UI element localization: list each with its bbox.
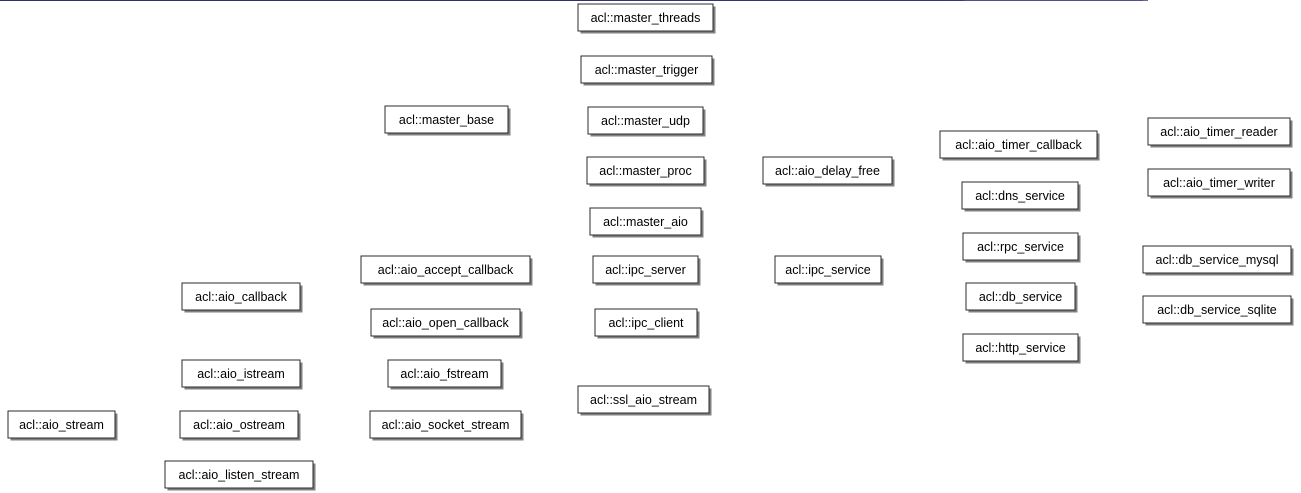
node-label: acl::ipc_service: [785, 263, 870, 277]
node-label: acl::aio_socket_stream: [382, 418, 510, 432]
node-label: acl::aio_open_callback: [382, 316, 509, 330]
node-box[interactable]: [1142, 245, 1292, 274]
node-label: acl::ssl_aio_stream: [590, 393, 697, 407]
node-box[interactable]: [181, 282, 301, 311]
node-box[interactable]: [1147, 117, 1291, 146]
node-box[interactable]: [939, 130, 1098, 159]
class-node-master_base[interactable]: acl::master_base: [384, 105, 511, 136]
node-box[interactable]: [762, 156, 893, 185]
node-label: acl::aio_istream: [197, 367, 285, 381]
class-node-db_service[interactable]: acl::db_service: [965, 282, 1078, 313]
class-node-ipc_server[interactable]: acl::ipc_server: [592, 255, 701, 286]
class-node-aio_socket_stream[interactable]: acl::aio_socket_stream: [369, 410, 524, 441]
node-box[interactable]: [580, 55, 713, 84]
node-label: acl::aio_delay_free: [775, 164, 880, 178]
class-node-ssl_aio_stream[interactable]: acl::ssl_aio_stream: [577, 385, 712, 416]
node-box[interactable]: [387, 359, 502, 388]
node-label: acl::aio_callback: [195, 290, 287, 304]
class-node-aio_stream[interactable]: acl::aio_stream: [7, 410, 118, 441]
node-box[interactable]: [962, 232, 1079, 261]
node-box[interactable]: [962, 333, 1079, 362]
node-box[interactable]: [360, 255, 531, 284]
node-box[interactable]: [577, 385, 710, 414]
node-label: acl::ipc_server: [605, 263, 686, 277]
node-box[interactable]: [586, 156, 705, 185]
class-node-aio_listen_stream[interactable]: acl::aio_listen_stream: [164, 460, 316, 491]
node-label: acl::aio_listen_stream: [179, 468, 300, 482]
class-node-aio_delay_free[interactable]: acl::aio_delay_free: [762, 156, 895, 187]
class-node-dns_service[interactable]: acl::dns_service: [961, 181, 1081, 212]
node-label: acl::aio_timer_reader: [1160, 125, 1277, 139]
node-label: acl::master_trigger: [595, 63, 699, 77]
node-label: acl::rpc_service: [977, 240, 1064, 254]
node-label: acl::master_udp: [601, 114, 690, 128]
class-node-aio_istream[interactable]: acl::aio_istream: [181, 359, 303, 390]
node-box[interactable]: [384, 105, 509, 134]
node-layer: acl::master_threadsacl::master_triggerac…: [7, 3, 1294, 491]
class-node-ipc_service[interactable]: acl::ipc_service: [774, 255, 884, 286]
node-label: acl::db_service_sqlite: [1157, 303, 1277, 317]
class-node-db_service_mysql[interactable]: acl::db_service_mysql: [1142, 245, 1294, 276]
node-label: acl::aio_fstream: [400, 367, 488, 381]
class-node-rpc_service[interactable]: acl::rpc_service: [962, 232, 1081, 263]
node-box[interactable]: [369, 410, 522, 439]
class-node-aio_accept_callback[interactable]: acl::aio_accept_callback: [360, 255, 533, 286]
class-node-aio_timer_reader[interactable]: acl::aio_timer_reader: [1147, 117, 1293, 148]
class-node-master_aio[interactable]: acl::master_aio: [589, 207, 704, 238]
node-label: acl::aio_ostream: [193, 418, 285, 432]
node-box[interactable]: [965, 282, 1076, 311]
class-node-master_proc[interactable]: acl::master_proc: [586, 156, 707, 187]
class-node-aio_ostream[interactable]: acl::aio_ostream: [179, 410, 301, 441]
node-label: acl::master_aio: [603, 215, 688, 229]
node-box[interactable]: [589, 207, 702, 236]
node-box[interactable]: [592, 255, 699, 284]
node-box[interactable]: [7, 410, 116, 439]
class-node-aio_fstream[interactable]: acl::aio_fstream: [387, 359, 504, 390]
class-node-master_udp[interactable]: acl::master_udp: [587, 106, 706, 137]
node-box[interactable]: [774, 255, 882, 284]
class-node-ipc_client[interactable]: acl::ipc_client: [594, 308, 700, 339]
class-node-aio_callback[interactable]: acl::aio_callback: [181, 282, 303, 313]
node-box[interactable]: [1142, 295, 1292, 324]
node-label: acl::aio_stream: [19, 418, 104, 432]
class-node-master_trigger[interactable]: acl::master_trigger: [580, 55, 715, 86]
class-node-aio_open_callback[interactable]: acl::aio_open_callback: [370, 308, 523, 339]
node-box[interactable]: [181, 359, 301, 388]
node-label: acl::db_service: [979, 290, 1062, 304]
node-label: acl::dns_service: [975, 189, 1065, 203]
node-label: acl::http_service: [975, 341, 1065, 355]
node-box[interactable]: [370, 308, 521, 337]
node-label: acl::aio_timer_callback: [955, 138, 1082, 152]
node-box[interactable]: [577, 3, 714, 32]
class-node-aio_timer_writer[interactable]: acl::aio_timer_writer: [1147, 168, 1293, 199]
node-label: acl::aio_accept_callback: [378, 263, 514, 277]
node-box[interactable]: [587, 106, 704, 135]
node-label: acl::aio_timer_writer: [1163, 176, 1275, 190]
node-label: acl::master_base: [399, 113, 494, 127]
node-box[interactable]: [164, 460, 314, 489]
node-label: acl::ipc_client: [608, 316, 684, 330]
node-box[interactable]: [594, 308, 698, 337]
node-box[interactable]: [179, 410, 299, 439]
node-box[interactable]: [961, 181, 1079, 210]
class-node-http_service[interactable]: acl::http_service: [962, 333, 1081, 364]
class-node-aio_timer_callback[interactable]: acl::aio_timer_callback: [939, 130, 1100, 161]
class-node-db_service_sqlite[interactable]: acl::db_service_sqlite: [1142, 295, 1294, 326]
class-node-master_threads[interactable]: acl::master_threads: [577, 3, 716, 34]
node-label: acl::master_proc: [599, 164, 691, 178]
node-label: acl::db_service_mysql: [1156, 253, 1279, 267]
node-label: acl::master_threads: [591, 11, 701, 25]
node-box[interactable]: [1147, 168, 1291, 197]
